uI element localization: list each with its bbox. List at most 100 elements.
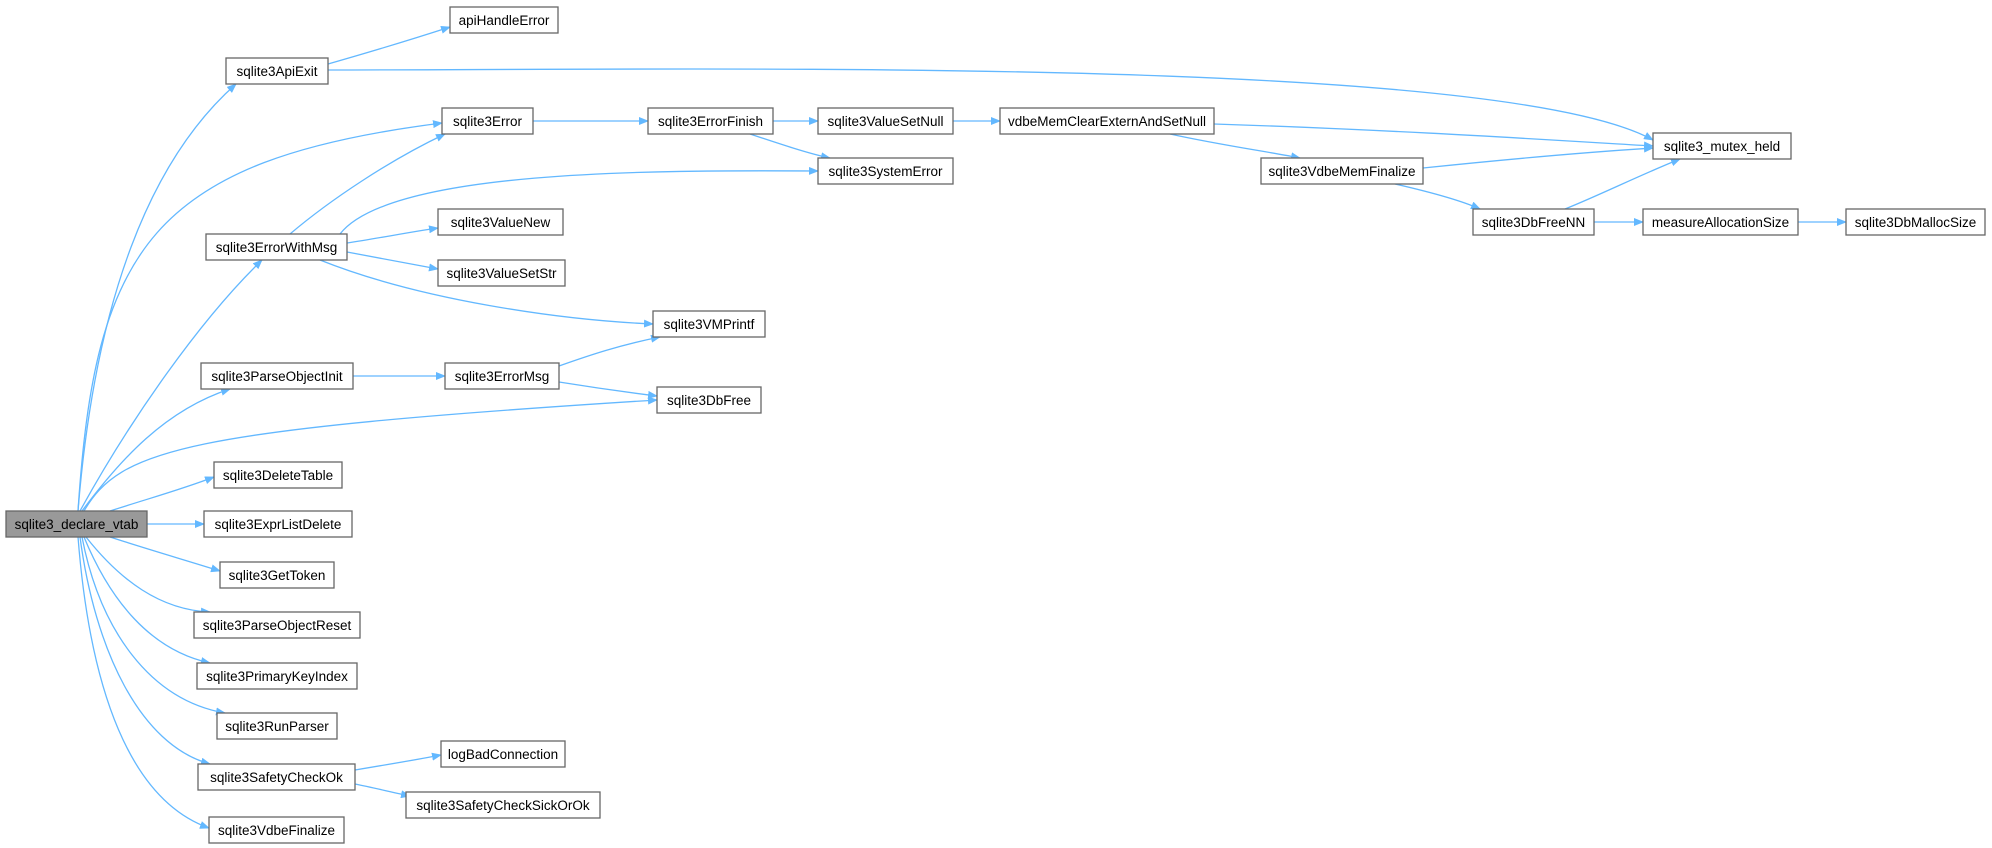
edge-sqlite3SafetyCheckOk-to-logBadConnection: [354, 752, 442, 771]
edge-sqlite3ErrorWithMsg-to-sqlite3ValueNew: [346, 225, 439, 244]
edge-sqlite3_declare_vtab-to-sqlite3SafetyCheckOk: [79, 536, 211, 766]
node-sqlite3SystemError[interactable]: sqlite3SystemError: [817, 157, 954, 185]
node-sqlite3RunParser[interactable]: sqlite3RunParser: [216, 712, 338, 740]
node-label: sqlite3VMPrintf: [664, 317, 755, 332]
node-label: sqlite3ValueSetNull: [827, 114, 943, 129]
node-box: [647, 107, 774, 135]
node-label: sqlite3DbFree: [667, 393, 751, 408]
node-box: [1260, 157, 1424, 185]
node-sqlite3ErrorMsg[interactable]: sqlite3ErrorMsg: [444, 362, 560, 390]
edge-sqlite3ErrorMsg-to-sqlite3VMPrintf: [558, 334, 661, 367]
node-label: sqlite3DbFreeNN: [1482, 215, 1586, 230]
node-sqlite3ValueSetNull[interactable]: sqlite3ValueSetNull: [817, 107, 954, 135]
node-box: [5, 510, 148, 538]
node-label: sqlite3ValueSetStr: [446, 266, 557, 281]
node-box: [817, 107, 954, 135]
node-label: sqlite3ErrorFinish: [658, 114, 763, 129]
edge-sqlite3ErrorWithMsg-to-sqlite3VMPrintf: [319, 259, 654, 328]
edge-sqlite3ErrorWithMsg-to-sqlite3ValueSetStr: [346, 251, 439, 272]
edge-sqlite3ErrorWithMsg-to-sqlite3Error: [289, 133, 446, 235]
node-label: sqlite3ParseObjectReset: [203, 618, 352, 633]
node-label: apiHandleError: [459, 13, 550, 28]
node-sqlite3GetToken[interactable]: sqlite3GetToken: [219, 561, 335, 589]
node-box: [1845, 208, 1986, 236]
node-box: [205, 233, 348, 261]
edge-sqlite3_declare_vtab-to-sqlite3PrimaryKeyIndex: [83, 536, 211, 665]
node-sqlite3ParseObjectReset[interactable]: sqlite3ParseObjectReset: [193, 611, 361, 639]
node-label: sqlite3VdbeFinalize: [218, 823, 335, 838]
node-box: [1472, 208, 1595, 236]
node-logBadConnection[interactable]: logBadConnection: [440, 740, 566, 768]
node-box: [213, 461, 343, 489]
node-label: sqlite3DeleteTable: [223, 468, 333, 483]
node-label: sqlite3RunParser: [225, 719, 329, 734]
nodes-layer: sqlite3_declare_vtab sqlite3ApiExit apiHan…: [5, 6, 1986, 844]
node-label: sqlite3VdbeMemFinalize: [1268, 164, 1415, 179]
node-sqlite3PrimaryKeyIndex[interactable]: sqlite3PrimaryKeyIndex: [196, 662, 358, 690]
node-label: sqlite3SafetyCheckSickOrOk: [416, 798, 590, 813]
edge-sqlite3DbFreeNN-to-sqlite3_mutex_held: [1564, 158, 1681, 210]
edge-sqlite3VdbeMemFinalize-to-sqlite3DbFreeNN: [1394, 183, 1481, 210]
edge-sqlite3ErrorFinish-to-sqlite3SystemError: [749, 133, 831, 161]
node-sqlite3ErrorWithMsg[interactable]: sqlite3ErrorWithMsg: [205, 233, 348, 261]
edge-sqlite3_declare_vtab-to-sqlite3VdbeFinalize: [77, 536, 210, 829]
node-box: [449, 6, 559, 34]
node-vdbeMemClearExternAndSetNull[interactable]: vdbeMemClearExternAndSetNull: [999, 107, 1215, 135]
edge-sqlite3_declare_vtab-to-sqlite3ParseObjectInit: [81, 387, 231, 512]
node-label: sqlite3GetToken: [229, 568, 326, 583]
node-label: logBadConnection: [448, 747, 558, 762]
node-sqlite3ExprListDelete[interactable]: sqlite3ExprListDelete: [203, 510, 353, 538]
node-box: [444, 362, 560, 390]
edge-sqlite3ApiExit-to-sqlite3_mutex_held: [327, 68, 1654, 141]
node-label: sqlite3Error: [453, 114, 523, 129]
node-sqlite3DeleteTable[interactable]: sqlite3DeleteTable: [213, 461, 343, 489]
node-box: [196, 662, 358, 690]
node-label: sqlite3ApiExit: [236, 64, 317, 79]
edges-layer: [77, 25, 1847, 829]
node-sqlite3Error[interactable]: sqlite3Error: [441, 107, 534, 135]
node-label: sqlite3DbMallocSize: [1855, 215, 1977, 230]
node-label: sqlite3_declare_vtab: [15, 517, 139, 532]
node-label: sqlite3ValueNew: [451, 215, 551, 230]
node-sqlite3VdbeFinalize[interactable]: sqlite3VdbeFinalize: [208, 816, 345, 844]
node-box: [193, 611, 361, 639]
node-box: [441, 107, 534, 135]
node-sqlite3ApiExit[interactable]: sqlite3ApiExit: [225, 57, 329, 85]
node-label: sqlite3ErrorWithMsg: [216, 240, 338, 255]
node-sqlite3DbFreeNN[interactable]: sqlite3DbFreeNN: [1472, 208, 1595, 236]
edge-sqlite3ErrorMsg-to-sqlite3DbFree: [558, 381, 658, 399]
node-apiHandleError[interactable]: apiHandleError: [449, 6, 559, 34]
node-box: [1642, 208, 1799, 236]
node-label: measureAllocationSize: [1652, 215, 1789, 230]
node-box: [437, 259, 566, 287]
node-label: sqlite3SafetyCheckOk: [210, 770, 343, 785]
edge-sqlite3_declare_vtab-to-sqlite3Error: [77, 120, 443, 512]
node-sqlite3DbMallocSize[interactable]: sqlite3DbMallocSize: [1845, 208, 1986, 236]
edge-sqlite3_declare_vtab-to-sqlite3RunParser: [81, 536, 226, 716]
node-box: [999, 107, 1215, 135]
node-box: [656, 386, 762, 414]
node-sqlite3ErrorFinish[interactable]: sqlite3ErrorFinish: [647, 107, 774, 135]
node-sqlite3ParseObjectInit[interactable]: sqlite3ParseObjectInit: [200, 362, 354, 390]
node-box: [440, 740, 566, 768]
node-sqlite3SafetyCheckSickOrOk[interactable]: sqlite3SafetyCheckSickOrOk: [405, 791, 601, 819]
node-box: [200, 362, 354, 390]
node-box: [197, 763, 356, 791]
edge-sqlite3ErrorWithMsg-to-sqlite3SystemError: [339, 166, 819, 235]
edge-sqlite3_declare_vtab-to-sqlite3DbFree: [83, 396, 658, 512]
node-label: vdbeMemClearExternAndSetNull: [1008, 114, 1206, 129]
node-sqlite3_mutex_held[interactable]: sqlite3_mutex_held: [1652, 132, 1792, 160]
node-sqlite3VdbeMemFinalize[interactable]: sqlite3VdbeMemFinalize: [1260, 157, 1424, 185]
node-sqlite3DbFree[interactable]: sqlite3DbFree: [656, 386, 762, 414]
edge-sqlite3_declare_vtab-to-sqlite3DeleteTable: [109, 476, 215, 512]
node-sqlite3VMPrintf[interactable]: sqlite3VMPrintf: [652, 310, 766, 338]
node-sqlite3ValueNew[interactable]: sqlite3ValueNew: [437, 208, 564, 236]
node-sqlite3_declare_vtab: sqlite3_declare_vtab: [5, 510, 148, 538]
node-box: [203, 510, 353, 538]
node-sqlite3SafetyCheckOk[interactable]: sqlite3SafetyCheckOk: [197, 763, 356, 791]
edge-sqlite3SafetyCheckOk-to-sqlite3SafetyCheckSickOrOk: [354, 783, 411, 799]
node-measureAllocationSize[interactable]: measureAllocationSize: [1642, 208, 1799, 236]
node-sqlite3ValueSetStr[interactable]: sqlite3ValueSetStr: [437, 259, 566, 287]
node-box: [405, 791, 601, 819]
